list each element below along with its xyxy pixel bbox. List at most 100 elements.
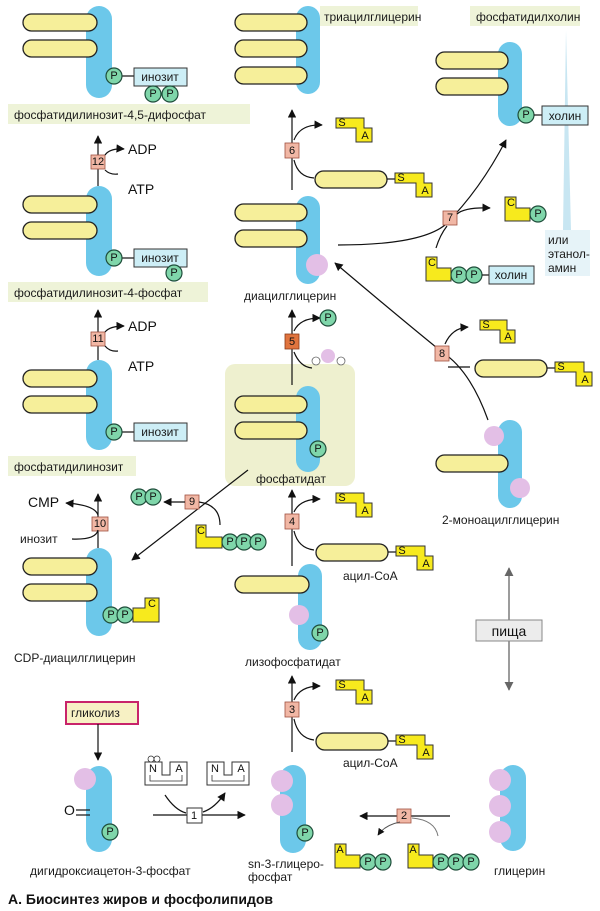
svg-text:P: P [240,536,247,548]
dag-label: диацилглицерин [244,289,336,303]
enzyme-1 [186,807,203,824]
adp-label-11: ADP [128,318,157,334]
svg-text:12: 12 [92,156,104,168]
or-label: или [548,233,568,247]
svg-text:S: S [338,679,345,691]
svg-text:P: P [254,536,261,548]
svg-text:P: P [455,269,462,281]
nad-molecule: N A [206,761,250,786]
pip2-label: фосфатидилинозит-4,5-дифосфат [14,108,207,122]
enzyme-2 [396,808,412,824]
cdp-dag-label: CDP-диацилглицерин [14,651,136,665]
svg-text:C: C [148,598,156,610]
svg-text:P: P [470,269,477,281]
glycerol-label: глицерин [494,864,545,878]
pi-label: фосфатидилинозит [14,460,124,474]
svg-text:P: P [149,491,156,503]
svg-text:инозит: инозит [141,251,179,265]
svg-text:A: A [237,763,245,775]
svg-text:A: A [361,505,369,517]
svg-text:P: P [149,88,156,100]
svg-text:P: P [364,856,371,868]
pi-molecule: P инозит [22,360,188,450]
svg-text:этанол-: этанол- [548,247,590,261]
svg-text:P: P [110,426,117,438]
svg-text:фосфат: фосфат [248,870,293,884]
coa-product-3 [335,679,373,705]
svg-text:8: 8 [439,348,445,360]
svg-text:холин: холин [549,109,582,123]
svg-text:S: S [398,734,405,746]
monoacylglycerol-molecule [435,420,530,508]
atp-label-12: ATP [128,181,154,197]
inositol-input-label: инозит [20,532,58,546]
svg-text:9: 9 [189,496,195,508]
cdp-choline: C P P холин [425,256,535,285]
svg-text:C: C [197,525,205,537]
tag-label-band [320,6,418,26]
svg-text:A: A [409,844,417,856]
g3p-label: sn-3-глицеро- [248,857,324,871]
enzyme-8 [434,345,450,362]
svg-text:A: A [581,374,589,386]
acyl-coa-label-3: ацил-CoA [343,756,398,770]
pip-label: фосфатидилинозит-4-фосфат [14,286,183,300]
ctp-molecule: C P P P [195,524,267,551]
enzyme-6 [284,142,300,159]
svg-text:7: 7 [447,212,453,224]
food-box [475,619,543,642]
svg-text:P: P [452,856,459,868]
svg-text:P: P [107,609,114,621]
svg-text:инозит: инозит [141,70,179,84]
pip-molecule: P инозит P [22,186,188,282]
svg-text:N: N [149,763,157,775]
nadh-molecule: N A [144,755,188,786]
svg-text:S: S [338,117,345,129]
svg-text:S: S [398,545,405,557]
atp-label-11: ATP [128,358,154,374]
pc-label-band [470,6,580,26]
svg-text:S: S [482,319,489,331]
inositol-box [133,67,188,87]
acyl-coa-label-4: ацил-CoA [343,569,398,583]
svg-text:P: P [106,826,113,838]
figure-caption: А. Биосинтез жиров и фосфолипидов [8,891,273,907]
svg-text:S: S [397,172,404,184]
atp-molecule-2: A P P P [407,843,480,871]
cmp-label: CMP [28,494,59,510]
svg-text:P: P [135,491,142,503]
svg-text:2: 2 [401,810,407,822]
svg-text:амин: амин [548,261,576,275]
svg-text:P: P [314,443,321,455]
diacylglycerol-molecule [234,196,328,284]
svg-text:A: A [336,844,344,856]
svg-text:A: A [422,558,430,570]
pip-label-band [8,282,208,302]
svg-text:P: P [522,109,529,121]
svg-text:N: N [211,763,219,775]
enzyme-10 [91,516,109,532]
lpa-label: лизофосфатидат [245,655,341,669]
pip2-molecule: P инозит P P [22,6,188,103]
water-molecule [311,349,346,366]
svg-text:6: 6 [289,145,295,157]
svg-text:инозит: инозит [141,425,179,439]
svg-text:A: A [175,763,183,775]
acyl-coa-4: S A [315,543,434,571]
pip2-label-band [8,104,250,124]
svg-text:P: P [301,827,308,839]
enzyme-7 [442,210,458,226]
svg-text:P: P [467,856,474,868]
phosphatidate-molecule: P [234,386,327,472]
svg-text:S: S [557,361,564,373]
svg-text:10: 10 [94,518,106,530]
dhap-molecule: O P [64,766,119,852]
svg-text:P: P [110,70,117,82]
food-label: пища [492,623,527,639]
acyl-coa-6: S A [314,170,433,198]
svg-text:11: 11 [92,333,103,345]
svg-text:холин: холин [495,268,528,282]
glycerol-molecule [489,765,526,851]
acyl-coa-8: S A [474,359,593,387]
